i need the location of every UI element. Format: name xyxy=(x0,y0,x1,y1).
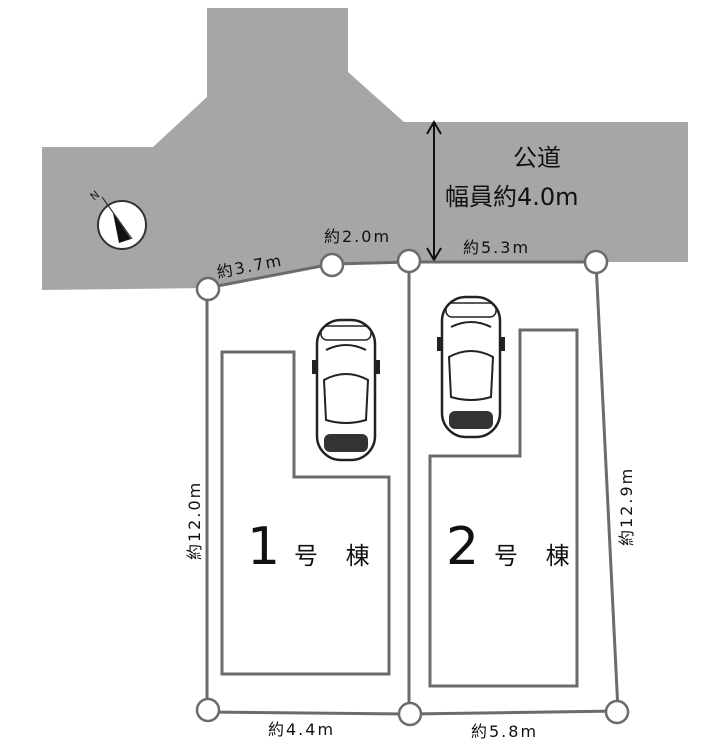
building-1-number: 1 xyxy=(247,517,280,577)
car-icon xyxy=(312,318,380,462)
boundary-marker xyxy=(195,276,221,302)
boundary-marker xyxy=(396,248,422,274)
building-1-footprint xyxy=(220,350,391,676)
north-arrow-icon xyxy=(97,196,147,250)
dimension-label-4-4: 約4.4m xyxy=(268,720,335,739)
dimension-label-5-8: 約5.8m xyxy=(471,722,538,741)
boundary-marker xyxy=(583,249,609,275)
boundary-marker xyxy=(319,252,345,278)
lot-boundaries xyxy=(205,260,620,716)
dimension-label-12-0: 約12.0m xyxy=(185,481,204,560)
boundary-marker xyxy=(604,699,630,725)
public-road xyxy=(42,8,688,290)
boundary-markers xyxy=(195,248,630,727)
road-width-label: 幅員約4.0m xyxy=(445,183,579,211)
dimension-label-12-9: 約12.9m xyxy=(617,467,636,546)
car-icon xyxy=(437,295,505,439)
building-2-number: 2 xyxy=(446,517,479,577)
building-2-footprint xyxy=(428,328,579,688)
boundary-marker xyxy=(397,701,423,727)
dimension-label-2-0: 約2.0m xyxy=(324,227,391,246)
dimension-label-5-3: 約5.3m xyxy=(463,238,530,257)
road-width-arrow xyxy=(426,120,442,262)
building-1-suffix: 号 棟 xyxy=(294,542,380,570)
boundary-marker xyxy=(195,697,221,723)
building-2-suffix: 号 棟 xyxy=(494,542,580,570)
road-label: 公道 xyxy=(513,144,561,172)
